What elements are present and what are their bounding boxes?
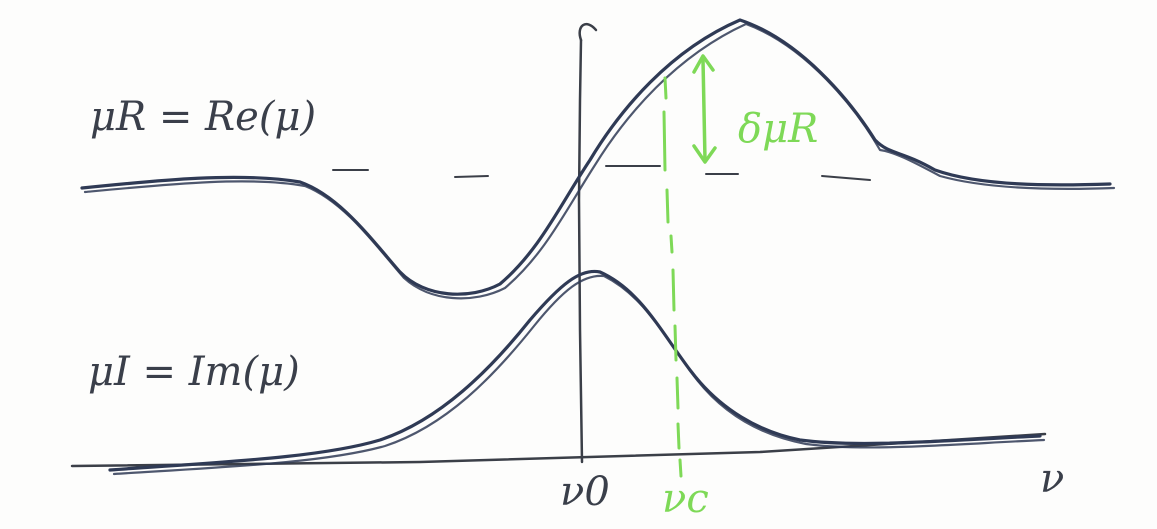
vertical-axis xyxy=(577,38,584,464)
nu0-label: ν0 xyxy=(560,469,610,515)
real-part-curve xyxy=(80,18,1116,300)
vertical-axis-hook xyxy=(578,22,598,42)
imag-part-label: μI = Im(μ) xyxy=(88,349,300,395)
real-part-label: μR = Re(μ) xyxy=(90,94,316,140)
delta-label: δμR xyxy=(738,106,818,152)
nu-axis-label: ν xyxy=(1040,456,1064,502)
imag-part-curve xyxy=(108,269,1046,476)
nu-c-dashed-line xyxy=(662,76,683,478)
nuc-label: νc xyxy=(662,476,709,522)
real-part-baseline-dashes xyxy=(332,165,871,181)
delta-arrow xyxy=(692,54,717,164)
